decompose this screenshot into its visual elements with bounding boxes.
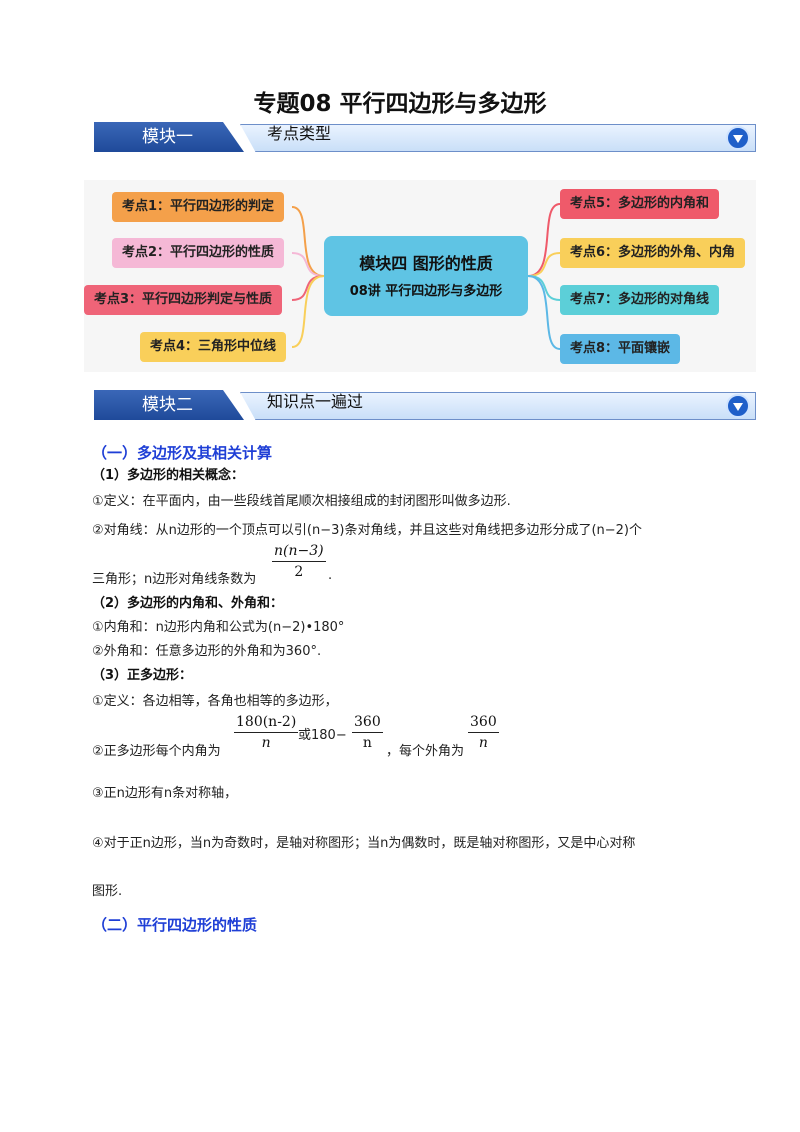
frac-numerator: n(n−3): [272, 543, 326, 562]
module1-banner: 模块一 考点类型: [94, 120, 756, 154]
frac-denominator: 2: [294, 564, 304, 580]
text-symmetry-end: 图形.: [92, 884, 123, 899]
node-point-5: 考点5：多边形的内角和: [560, 189, 720, 219]
section-heading-2: （二）平行四边形的性质: [92, 916, 258, 934]
module2-label: 知识点一遍过: [240, 392, 756, 420]
subheading-regular-polygon: （3）正多边形：: [92, 668, 193, 683]
text-regular-definition: ①定义：各边相等，各角也相等的多边形，: [92, 694, 338, 709]
center-subtitle: 08讲 平行四边形与多边形: [349, 284, 503, 299]
node-point-4: 考点4：三角形中位线: [140, 332, 287, 362]
text-symmetry-parity: ④对于正n边形，当n为奇数时，是轴对称图形；当n为偶数时，既是轴对称图形，又是中…: [92, 836, 636, 851]
text-or: 或180−: [298, 728, 347, 743]
frac-denominator: n: [362, 735, 372, 751]
section-heading-1: （一）多边形及其相关计算: [92, 444, 273, 462]
frac-denominator: n: [478, 735, 488, 751]
frac-numerator: 360: [352, 714, 383, 733]
mind-map: 模块四 图形的性质 08讲 平行四边形与多边形 考点1：平行四边形的判定 考点2…: [84, 180, 756, 372]
frac-numerator: 180(n-2): [234, 714, 299, 733]
period: .: [328, 568, 333, 583]
subheading-angle-sums: （2）多边形的内角和、外角和：: [92, 596, 284, 611]
text-interior-angle: ②正多边形每个内角为: [92, 744, 221, 759]
formula-diagonal-count: n(n−3) 2: [272, 543, 326, 580]
module1-label: 考点类型: [240, 124, 756, 152]
node-point-6: 考点6：多边形的外角、内角: [560, 238, 746, 268]
subheading-concepts: （1）多边形的相关概念：: [92, 468, 245, 483]
text-diagonal: ②对角线：从n边形的一个顶点可以引(n−3)条对角线，并且这些对角线把多边形分成…: [92, 523, 642, 538]
node-point-1: 考点1：平行四边形的判定: [112, 192, 285, 222]
page-title: 专题08 平行四边形与多边形: [253, 91, 547, 117]
text-exterior-sum: ②外角和：任意多边形的外角和为360°.: [92, 644, 322, 659]
formula-exterior-angle: 360 n: [468, 714, 499, 751]
text-definition: ①定义：在平面内，由一些段线首尾顺次相接组成的封闭图形叫做多边形.: [92, 494, 511, 509]
text-exterior-angle: ，每个外角为: [386, 744, 465, 759]
frac-numerator: 360: [468, 714, 499, 733]
text-interior-sum: ①内角和：n边形内角和公式为(n−2)•180°: [92, 620, 345, 635]
node-point-2: 考点2：平行四边形的性质: [112, 238, 285, 268]
mind-map-center: 模块四 图形的性质 08讲 平行四边形与多边形: [324, 236, 528, 316]
node-point-7: 考点7：多边形的对角线: [560, 285, 720, 315]
module2-banner: 模块二 知识点一遍过: [94, 388, 756, 422]
center-title: 模块四 图形的性质: [359, 254, 493, 273]
expand-down-icon[interactable]: [726, 126, 750, 150]
formula-interior-angle-alt: 360 n: [352, 714, 383, 751]
mind-map-connectors: [291, 203, 561, 350]
frac-denominator: n: [261, 735, 271, 751]
text-diagonal-count: 三角形；n边形对角线条数为: [92, 572, 257, 587]
node-point-8: 考点8：平面镶嵌: [560, 334, 681, 364]
expand-down-icon[interactable]: [726, 394, 750, 418]
formula-interior-angle: 180(n-2) n: [234, 714, 299, 751]
node-point-3: 考点3：平行四边形判定与性质: [84, 285, 283, 315]
text-symmetry-axes: ③正n边形有n条对称轴，: [92, 786, 238, 801]
module1-tag: 模块一: [94, 122, 244, 152]
module2-tag: 模块二: [94, 390, 244, 420]
